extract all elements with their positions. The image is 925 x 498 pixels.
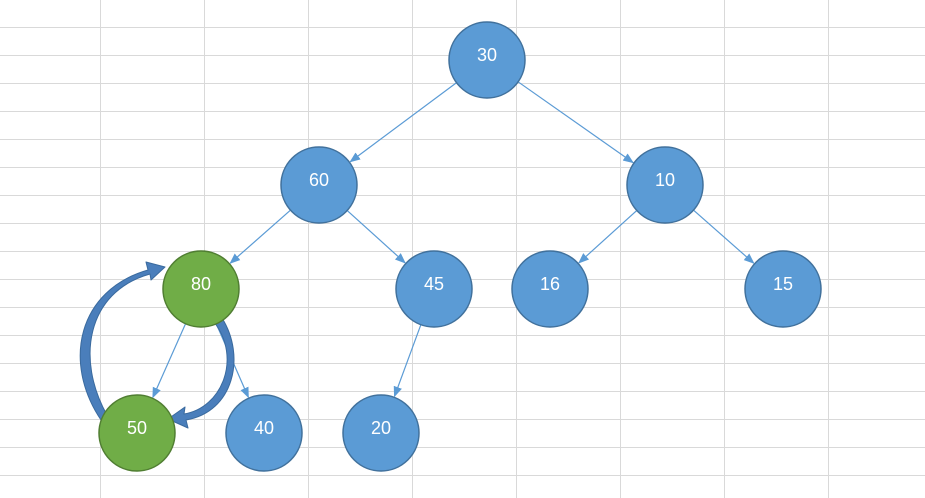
node-label: 60 xyxy=(309,170,329,190)
edge-n60-n80 xyxy=(229,208,293,264)
node-circle xyxy=(395,250,473,328)
node-label: 40 xyxy=(254,418,274,438)
node-label: 16 xyxy=(540,274,560,294)
node-circle xyxy=(511,250,589,328)
tree-nodes: 30 60 10 80 45 16 15 50 40 20 xyxy=(98,21,822,472)
edge-n10-n15 xyxy=(691,208,755,264)
node-30: 30 xyxy=(448,21,526,99)
node-label: 15 xyxy=(773,274,793,294)
node-label: 45 xyxy=(424,274,444,294)
swap-arrows xyxy=(79,261,235,429)
node-circle xyxy=(98,394,176,472)
node-circle xyxy=(342,394,420,472)
edge-n10-n16 xyxy=(578,208,639,264)
node-circle xyxy=(280,146,358,224)
node-16: 16 xyxy=(511,250,589,328)
edge-n80-n50 xyxy=(152,321,187,399)
edge-n60-n45 xyxy=(345,208,406,264)
tree-edges xyxy=(152,80,755,399)
edge-n30-n60 xyxy=(349,81,459,163)
node-label: 30 xyxy=(477,45,497,65)
node-label: 10 xyxy=(655,170,675,190)
node-circle xyxy=(225,394,303,472)
node-label: 50 xyxy=(127,418,147,438)
swap-arrow-50-to-80 xyxy=(79,261,166,421)
node-20: 20 xyxy=(342,394,420,472)
node-circle xyxy=(448,21,526,99)
node-label: 80 xyxy=(191,274,211,294)
node-50: 50 xyxy=(98,394,176,472)
node-80: 80 xyxy=(162,250,240,328)
edge-n45-n20 xyxy=(393,322,423,398)
swap-arrow-80-to-50 xyxy=(167,317,235,429)
node-circle xyxy=(626,146,704,224)
edge-n30-n10 xyxy=(516,80,634,164)
node-15: 15 xyxy=(744,250,822,328)
node-circle xyxy=(162,250,240,328)
node-circle xyxy=(744,250,822,328)
node-60: 60 xyxy=(280,146,358,224)
node-10: 10 xyxy=(626,146,704,224)
node-40: 40 xyxy=(225,394,303,472)
node-45: 45 xyxy=(395,250,473,328)
node-label: 20 xyxy=(371,418,391,438)
